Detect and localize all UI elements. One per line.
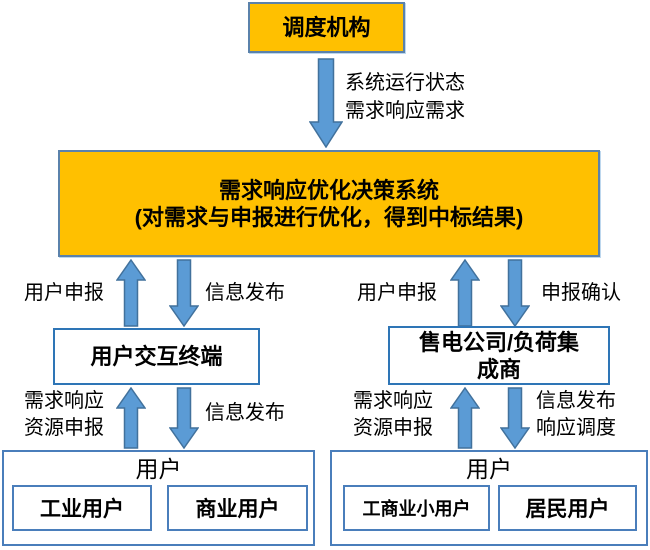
resident-users-box: 居民用户	[498, 485, 637, 531]
main-box-line1: 需求响应优化决策系统	[218, 177, 439, 203]
top-arrow-label-line2: 需求响应需求	[345, 100, 465, 122]
industrial-users-label: 工业用户	[40, 498, 124, 521]
down-arrow-icon	[499, 259, 531, 328]
aggregator-box-line1: 售电公司/负荷集	[418, 329, 580, 355]
up-arrow-icon	[449, 386, 481, 449]
left-lower-up-label-line2: 资源申报	[24, 417, 104, 439]
top-arrow-label-line1: 系统运行状态	[345, 72, 465, 94]
down-arrow-icon	[168, 387, 200, 450]
commercial-users-label: 商业用户	[195, 498, 280, 521]
main-box-line2: (对需求与申报进行优化，得到中标结果)	[134, 204, 524, 230]
optimization-decision-system-box: 需求响应优化决策系统 (对需求与申报进行优化，得到中标结果)	[58, 150, 600, 257]
right-lower-up-label-line1: 需求响应	[353, 390, 433, 412]
up-arrow-icon	[115, 258, 147, 327]
industrial-users-box: 工业用户	[12, 485, 152, 531]
arrow-down-system-to-terminal	[168, 259, 200, 332]
arrow-up-terminal-to-system	[115, 258, 147, 332]
right-lower-down-label-line1: 信息发布	[536, 390, 616, 412]
dispatch-agency-label: 调度机构	[282, 15, 371, 40]
arrow-up-aggregator-to-system	[449, 258, 481, 332]
left-upper-down-label: 信息发布	[205, 282, 285, 304]
small-business-users-box: 工商业小用户	[343, 485, 490, 531]
right-lower-up-label-line2: 资源申报	[353, 417, 433, 439]
right-upper-down-label: 申报确认	[541, 282, 621, 304]
arrow-down-dispatch-to-system	[308, 58, 344, 149]
left-lower-down-label: 信息发布	[205, 402, 285, 424]
resident-users-label: 居民用户	[525, 498, 610, 521]
up-arrow-icon	[449, 258, 481, 327]
users-left-title: 用户	[135, 456, 182, 482]
right-upper-up-label: 用户申报	[357, 282, 437, 304]
aggregator-box-line2: 成商	[476, 356, 521, 382]
arrow-down-terminal-to-users	[168, 387, 200, 454]
user-interaction-terminal-box: 用户交互终端	[53, 328, 260, 385]
arrow-up-users-to-aggregator	[449, 386, 481, 454]
down-arrow-icon	[308, 58, 344, 149]
left-lower-up-label-line1: 需求响应	[24, 390, 104, 412]
right-lower-down-label-line2: 响应调度	[536, 417, 616, 439]
left-upper-up-label: 用户申报	[24, 282, 104, 304]
small-business-users-label: 工商业小用户	[362, 499, 471, 519]
terminal-box-label: 用户交互终端	[90, 344, 223, 369]
arrow-up-users-to-terminal	[115, 386, 147, 454]
down-arrow-icon	[499, 387, 531, 450]
dispatch-agency-box: 调度机构	[248, 2, 405, 53]
arrow-down-aggregator-to-users	[499, 387, 531, 454]
arrow-down-system-to-aggregator	[499, 259, 531, 332]
down-arrow-icon	[168, 259, 200, 328]
commercial-users-box: 商业用户	[167, 485, 308, 531]
up-arrow-icon	[115, 386, 147, 449]
retailer-aggregator-box: 售电公司/负荷集 成商	[388, 326, 610, 385]
users-right-title: 用户	[466, 456, 512, 482]
